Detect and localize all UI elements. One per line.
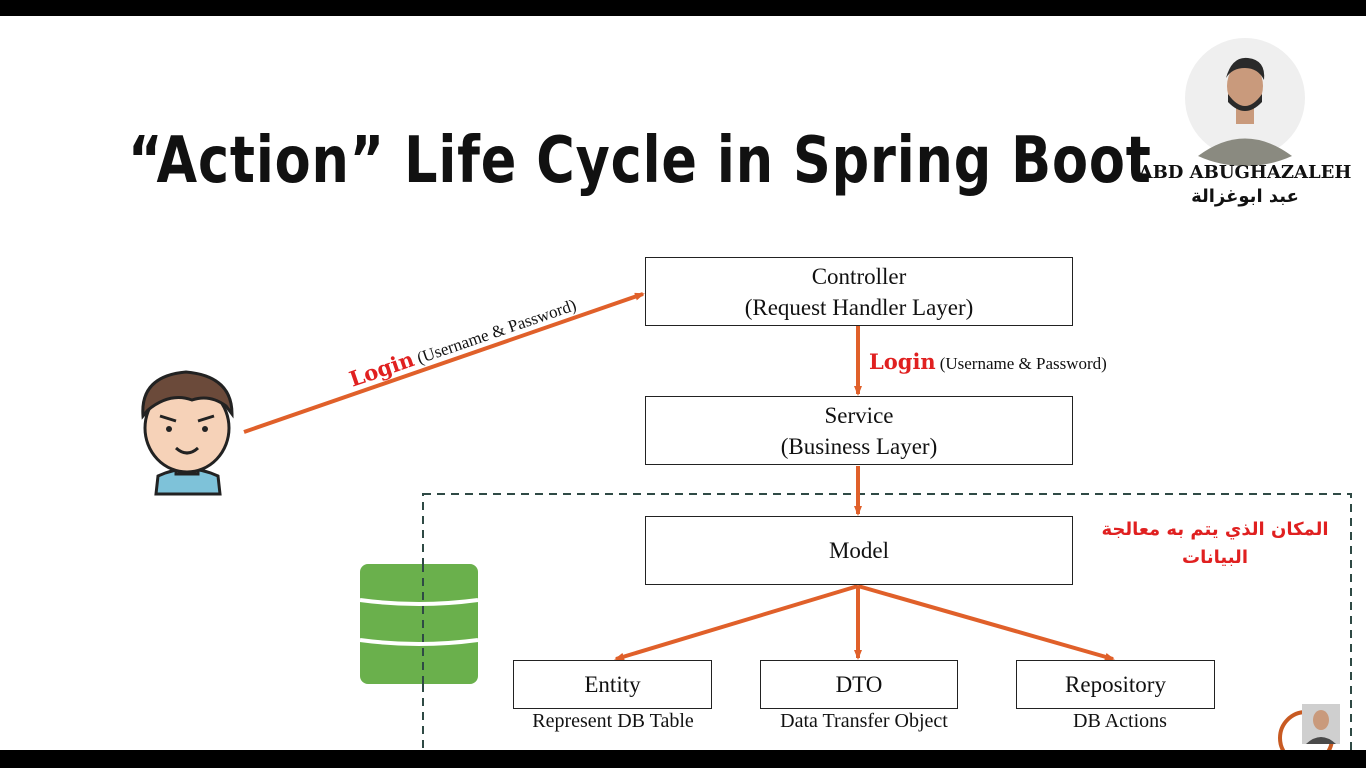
controller-title: Controller bbox=[811, 263, 907, 289]
dto-caption: Data Transfer Object bbox=[780, 710, 948, 732]
model-title: Model bbox=[828, 538, 890, 563]
dto-title: DTO bbox=[835, 672, 883, 697]
entity-box: Entity bbox=[513, 660, 712, 709]
repository-caption: DB Actions bbox=[1073, 710, 1167, 732]
repository-title: Repository bbox=[1065, 672, 1166, 697]
arrow-model-to-repository bbox=[857, 584, 1115, 661]
service-title: Service bbox=[824, 402, 894, 428]
service-box: Service (Business Layer) bbox=[645, 396, 1073, 465]
controller-login-label: Login (Username & Password) bbox=[869, 349, 1107, 374]
database-icon bbox=[359, 564, 479, 684]
slide: “Action” Life Cycle in Spring Boot ABD A… bbox=[0, 16, 1366, 750]
dto-box: DTO bbox=[760, 660, 958, 709]
letterbox-bottom bbox=[0, 750, 1366, 768]
arrow-model-to-entity bbox=[614, 584, 859, 661]
presenter-thumbnail bbox=[1278, 704, 1340, 750]
user-avatar-icon bbox=[141, 370, 234, 496]
controller-login-detail: (Username & Password) bbox=[939, 354, 1107, 373]
model-box: Model bbox=[645, 516, 1073, 585]
controller-box: Controller (Request Handler Layer) bbox=[645, 257, 1073, 326]
controller-login-word: Login bbox=[869, 349, 936, 374]
data-processing-note: المكان الذي يتم به معالجة البيانات bbox=[1101, 519, 1329, 568]
page-title: “Action” Life Cycle in Spring Boot bbox=[128, 124, 1152, 198]
presenter-photo bbox=[1185, 38, 1305, 166]
controller-subtitle: (Request Handler Layer) bbox=[744, 294, 974, 320]
author-name-arabic: عبد ابوغزالة bbox=[1191, 186, 1299, 207]
repository-box: Repository bbox=[1016, 660, 1215, 709]
diagram-connectors bbox=[141, 38, 1352, 750]
service-subtitle: (Business Layer) bbox=[780, 433, 938, 459]
arrow-user-to-controller bbox=[243, 292, 645, 434]
entity-caption: Represent DB Table bbox=[532, 710, 694, 732]
author-name: ABD ABUGHAZALEH bbox=[1138, 162, 1352, 183]
entity-title: Entity bbox=[584, 672, 641, 697]
